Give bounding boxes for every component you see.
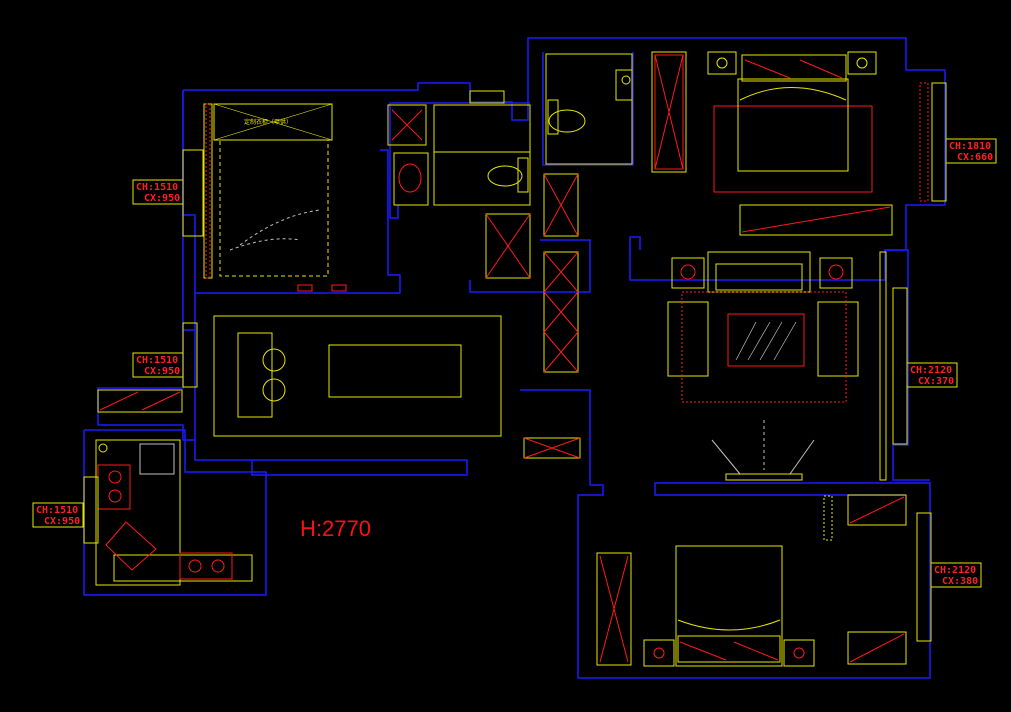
nightstand-lower-left [643,639,675,667]
center-cabinets [469,90,581,459]
living-rug [681,291,847,403]
window-tag-ch: CH:1510 [136,355,178,366]
third-bedroom [596,494,907,667]
second-bedroom: 定制衣柜（甲供） [203,103,347,292]
window-tag: CH:1810 CX:660 [945,138,997,164]
kitchen-counter [113,554,253,582]
bed-lower [675,545,783,667]
window-tag-ch: CH:2120 [910,365,952,376]
window-tag-cx: CX:950 [44,516,80,527]
window-tag-ch: CH:1510 [36,505,78,516]
stove [179,552,233,580]
window-tag-cx: CX:380 [942,576,978,587]
window-tag: CH:2120 CX:370 [906,362,958,388]
nightstand-left [707,51,737,75]
ceiling-height-label: H:2770 [300,516,371,541]
nightstand-lower-right [783,639,815,667]
dresser [739,204,893,236]
toilet-lower [487,165,523,187]
window-tag: CH:1510 CX:950 [132,352,184,378]
double-bed [737,78,849,172]
wardrobe-lower [596,552,632,666]
master-bedroom [651,51,893,236]
sofa-left [667,301,709,377]
side-table-left [671,257,705,289]
dining-area [213,315,502,437]
window-tag-cx: CX:370 [918,376,954,387]
window-tag: CH:1510 CX:950 [32,502,84,528]
kitchen [95,389,253,586]
window-tag-ch: CH:2120 [934,565,976,576]
dining-zone [213,315,502,437]
sofa-right [817,301,859,377]
nightstand-right [847,51,877,75]
bed-pillow-line [739,87,847,101]
window-tag-cx: CX:950 [144,366,180,377]
coffee-table [727,313,805,367]
dining-table [328,344,462,398]
sofa-main [707,251,811,293]
window-tag-cx: CX:950 [144,193,180,204]
side-table-right [819,257,853,289]
window-tag-ch: CH:1810 [949,141,991,152]
window-tag-cx: CX:660 [957,152,993,163]
walls [83,37,946,679]
shower-area [433,104,531,153]
window-tag-ch: CH:1510 [136,182,178,193]
bedroom-rug [713,105,873,193]
living-room [667,251,887,481]
window-tag: CH:1510 CX:950 [132,179,184,205]
tv-cabinet [725,473,803,481]
window-tag: CH:2120 CX:380 [930,562,982,588]
windows [83,82,947,642]
toilet-upper [548,109,586,133]
wardrobe-label: 定制衣柜（甲供） [244,118,292,126]
wash-basin [393,152,429,206]
bed-left [219,139,329,277]
wardrobe-top [651,51,687,173]
bathrooms [387,53,633,206]
